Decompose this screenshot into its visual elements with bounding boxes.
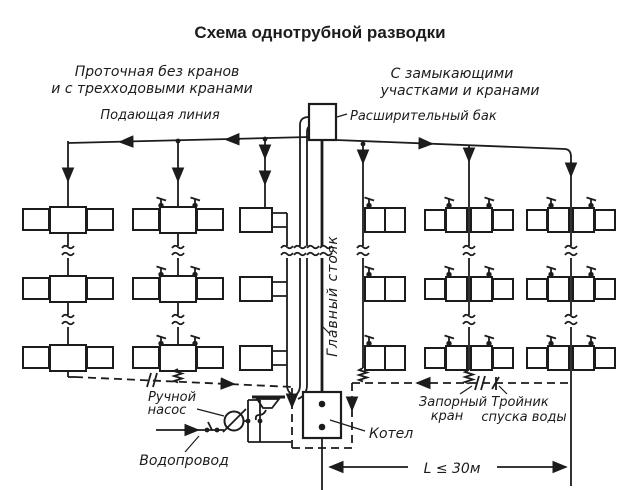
radiator-valve-icon	[443, 265, 455, 279]
radiator-valve-icon	[545, 265, 557, 279]
system-labels: Проточная без кранов и с трехходовыми кр…	[51, 64, 539, 123]
radiator-valve-icon	[483, 196, 495, 210]
radiator-valve-icon	[483, 334, 495, 348]
radiator	[364, 345, 406, 371]
radiator-valve-icon	[363, 265, 375, 279]
dimension-line: L ≤ 30м	[328, 460, 568, 477]
water-supply-group: Водопровод	[139, 421, 229, 469]
right-system-label-1: С замыкающими	[391, 66, 514, 82]
drain-funnel-group	[252, 395, 285, 421]
radiator-valve-icon	[585, 265, 597, 279]
radiator	[132, 206, 224, 234]
supply-pipe-right	[335, 137, 572, 158]
radiator-column-3	[239, 136, 296, 397]
expansion-tank-label: Расширительный бак	[350, 109, 497, 124]
expansion-tank: Расширительный бак	[307, 102, 497, 142]
page-title: Схема однотрубной разводки	[194, 23, 445, 42]
boiler-label: Котел	[369, 426, 413, 442]
radiator-valve-icon	[483, 265, 495, 279]
radiator	[239, 276, 273, 302]
boiler	[301, 390, 343, 440]
right-system-label-2: участками и кранами	[380, 83, 540, 99]
hand-pump-label-2: насос	[148, 403, 187, 418]
riser-zigzag	[464, 369, 474, 385]
radiator-valve-icon	[443, 196, 455, 210]
supply-pipe-left	[67, 132, 310, 148]
radiator	[22, 344, 114, 372]
radiator-column-1	[22, 141, 114, 377]
return-valve-icon	[146, 372, 158, 388]
dimension-label: L ≤ 30м	[424, 461, 481, 477]
radiator	[22, 206, 114, 234]
return-pipe-right: Запорный кран Тройник спуска воды	[352, 375, 571, 425]
water-supply-label: Водопровод	[139, 453, 229, 469]
radiator-column-2	[132, 138, 224, 384]
radiator-column-5	[424, 146, 514, 385]
supply-line-label: Подающая линия	[100, 108, 219, 123]
return-pipe-left	[68, 372, 294, 390]
radiator	[132, 275, 224, 303]
radiator-valve-icon	[443, 334, 455, 348]
shutoff-valve-label-2: кран	[431, 409, 464, 424]
radiator	[364, 276, 406, 302]
left-system-label-2: и с трехходовыми кранами	[51, 81, 252, 97]
left-system-label-1: Проточная без кранов	[75, 64, 240, 80]
radiator	[239, 207, 273, 233]
radiator-valve-icon	[545, 334, 557, 348]
main-riser-group: Главный стояк	[291, 116, 341, 400]
radiator	[132, 344, 224, 372]
radiator-valve-icon	[363, 334, 375, 348]
boiler-group: Котел	[285, 383, 413, 490]
radiator-valve-icon	[585, 334, 597, 348]
hand-pump-label-1: Ручной	[148, 390, 196, 405]
radiator	[239, 345, 273, 371]
radiator-column-6	[526, 156, 616, 486]
radiator	[364, 207, 406, 233]
main-riser-label: Главный стояк	[325, 235, 341, 357]
shutoff-valve-label-1: Запорный	[419, 395, 487, 410]
drain-tee-label-1: Тройник	[491, 395, 549, 410]
radiator-valve-icon	[545, 196, 557, 210]
radiator-valve-icon	[585, 196, 597, 210]
hand-pump-group: Ручной насос	[148, 390, 291, 443]
radiator-column-4	[356, 141, 406, 383]
shutoff-valve-icon	[474, 375, 486, 391]
radiator-valve-icon	[363, 196, 375, 210]
radiator	[22, 275, 114, 303]
drain-tee-label-2: спуска воды	[481, 410, 566, 425]
